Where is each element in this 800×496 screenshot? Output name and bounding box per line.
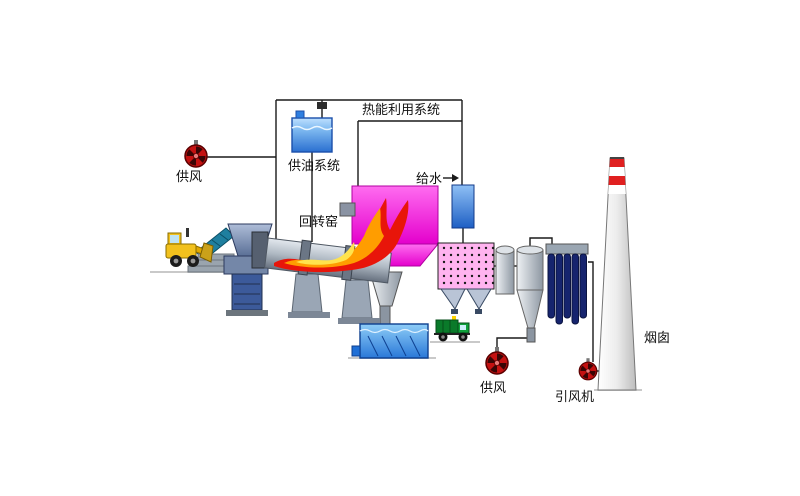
slag-quench-tank <box>351 323 429 359</box>
pipe-bottomfan-stem <box>496 337 527 352</box>
induced-draft-fan-symbol <box>578 357 598 381</box>
tank-outlet <box>351 345 361 357</box>
heat-exchanger <box>437 242 495 314</box>
label-rotary-kiln: 回转窑 <box>299 214 338 230</box>
kiln-flame <box>274 198 409 273</box>
label-feed-water: 给水 <box>416 172 442 187</box>
feedwater-arrow-head <box>452 174 459 182</box>
ash-truck <box>434 316 470 342</box>
truck-cargo <box>435 319 459 334</box>
cyclone-separator <box>516 245 544 343</box>
kiln-pier-2-base <box>338 318 380 324</box>
labels: 供风 供油系统 热能利用系统 给水 回转窑 供风 引风机 烟囱 <box>176 103 670 405</box>
kiln-pier-1-base <box>288 312 330 318</box>
label-heat-utilization-system: 热能利用系统 <box>362 103 440 118</box>
exchanger-hopper-1 <box>440 288 466 310</box>
cyclone-cone <box>516 289 544 329</box>
oil-tank-nozzle <box>295 110 305 119</box>
cyclone-dip-pipe <box>526 327 536 343</box>
exchanger-hopper-2 <box>466 288 492 310</box>
oil-supply-tank <box>291 110 333 153</box>
pipe-cyclone-to-bagfilter <box>529 237 553 248</box>
wheel-loader <box>165 228 214 267</box>
loader-exhaust <box>186 228 189 237</box>
waste-heat-boiler <box>451 184 475 229</box>
label-induced-draft-fan: 引风机 <box>555 390 594 405</box>
kiln-pier-2 <box>341 279 373 319</box>
feeder-support <box>231 273 263 311</box>
supply-fan-bottom <box>485 346 509 375</box>
flame-core <box>296 242 355 265</box>
pipe-bagfilter-to-idfan <box>588 261 594 362</box>
flame-inner <box>284 208 384 268</box>
label-air-supply-bottom: 供风 <box>480 381 506 396</box>
process-pipes <box>207 99 602 372</box>
ash-pipe <box>379 305 391 327</box>
label-air-supply-top: 供风 <box>176 170 202 185</box>
bag-filter-header <box>545 243 589 255</box>
kiln-pier-1 <box>291 273 323 313</box>
flame-outer <box>274 198 409 273</box>
label-chimney: 烟囱 <box>644 331 670 346</box>
oil-line-valve <box>317 102 327 109</box>
bag-filter <box>545 243 589 325</box>
spray-tower <box>495 245 515 295</box>
loader-bucket <box>199 242 214 263</box>
chamber-burner-block <box>339 202 356 217</box>
truck-window <box>460 325 466 330</box>
label-oil-supply-system: 供油系统 <box>288 159 340 174</box>
feeder-base <box>226 310 268 316</box>
loader-cab-window <box>170 235 179 243</box>
chimney-stack <box>597 157 637 391</box>
truck-beacon <box>452 316 456 320</box>
supply-fan-top <box>184 139 208 168</box>
